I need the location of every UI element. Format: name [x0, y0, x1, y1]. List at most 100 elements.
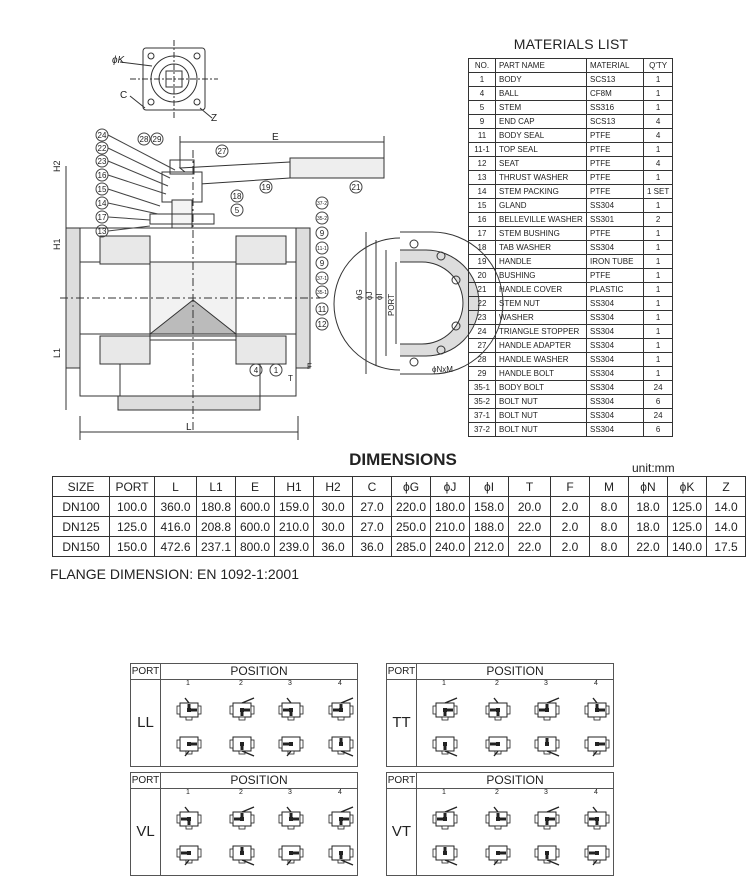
label-Z: Z [211, 113, 217, 124]
svg-text:37-1: 37-1 [317, 276, 327, 282]
dimensions-header-cell: L1 [196, 476, 236, 497]
materials-cell: 17 [468, 226, 496, 241]
dimensions-header-cell: Z [706, 476, 746, 497]
materials-cell: SEAT [495, 156, 587, 171]
materials-cell: PTFE [586, 128, 644, 143]
materials-cell: WASHER [495, 310, 587, 325]
dimensions-header-cell: PORT [109, 476, 155, 497]
valve-position-icon [485, 697, 511, 721]
position-number: 1 [186, 789, 190, 796]
dimensions-cell: 600.0 [235, 496, 275, 517]
svg-text:21: 21 [352, 183, 361, 192]
valve-position-icon [328, 697, 354, 721]
dimensions-cell: 237.1 [196, 536, 236, 557]
svg-text:27: 27 [218, 147, 227, 156]
materials-cell: HANDLE WASHER [495, 352, 587, 367]
valve-position-icon [485, 736, 511, 757]
body-section [60, 150, 320, 430]
dimensions-cell: 30.0 [313, 496, 353, 517]
dimensions-cell: 240.0 [430, 536, 470, 557]
svg-text:4: 4 [254, 366, 259, 375]
materials-cell: SS304 [586, 422, 644, 437]
valve-position-icon [328, 736, 354, 757]
dimensions-header-cell: SIZE [52, 476, 110, 497]
svg-text:12: 12 [318, 320, 327, 329]
dimensions-cell: 800.0 [235, 536, 275, 557]
dimensions-header-cell: E [235, 476, 275, 497]
valve-position-icon [328, 806, 354, 830]
position-number: 4 [338, 789, 342, 796]
materials-header-cell: NO. [468, 58, 496, 73]
materials-cell: 1 [642, 282, 674, 297]
label-H1: H1 [52, 238, 62, 250]
valve-position-icon [534, 697, 560, 721]
position-header-label: POSITION [486, 664, 544, 678]
label-PORT: PORT [387, 294, 396, 316]
materials-cell: SCS13 [586, 72, 644, 87]
dimensions-cell: 125.0 [667, 516, 707, 537]
valve-position-icon [229, 697, 255, 721]
svg-text:29: 29 [153, 135, 162, 144]
position-header-label: POSITION [230, 664, 288, 678]
dimensions-cell: 8.0 [589, 516, 629, 537]
dimensions-cell: 250.0 [391, 516, 431, 537]
materials-cell: BODY BOLT [495, 380, 587, 395]
materials-cell: 1 [642, 100, 674, 115]
materials-cell: 1 SET [642, 184, 674, 199]
valve-position-icon [432, 806, 458, 830]
dimensions-cell: DN100 [52, 496, 110, 517]
dimensions-cell: 2.0 [550, 516, 590, 537]
materials-cell: PLASTIC [586, 282, 644, 297]
materials-cell: SS304 [586, 394, 644, 409]
svg-text:16: 16 [98, 171, 107, 180]
dimensions-cell: 17.5 [706, 536, 746, 557]
port-header-label: PORT [387, 773, 417, 788]
materials-cell: PTFE [586, 156, 644, 171]
valve-position-icon [534, 806, 560, 830]
label-H2: H2 [52, 160, 62, 172]
materials-cell: 13 [468, 170, 496, 185]
port-position-icons [432, 697, 610, 757]
dimensions-cell: 125.0 [667, 496, 707, 517]
dimensions-cell: 22.0 [508, 536, 551, 557]
dimensions-cell: 27.0 [352, 516, 392, 537]
svg-text:13: 13 [98, 227, 107, 236]
port-header-label: PORT [131, 773, 161, 788]
materials-header-cell: MATERIAL [586, 58, 644, 73]
materials-cell: GLAND [495, 198, 587, 213]
dimensions-cell: 285.0 [391, 536, 431, 557]
dimensions-cell: 360.0 [154, 496, 197, 517]
materials-cell: 24 [468, 324, 496, 339]
port-position-icons [176, 697, 354, 757]
position-number: 4 [594, 680, 598, 687]
materials-cell: IRON TUBE [586, 254, 644, 269]
position-number: 1 [186, 680, 190, 687]
dimensions-cell: 100.0 [109, 496, 155, 517]
port-position-icons [176, 806, 354, 866]
valve-position-icon [176, 697, 202, 721]
dimensions-cell: 600.0 [235, 516, 275, 537]
valve-position-icon [176, 806, 202, 830]
port-type: VT [387, 788, 417, 875]
materials-cell: 11 [468, 128, 496, 143]
dimensions-unit: unit:mm [632, 461, 675, 475]
valve-position-icon [432, 845, 458, 866]
valve-position-icon [432, 697, 458, 721]
materials-cell: 14 [468, 184, 496, 199]
valve-position-icon [229, 845, 255, 866]
label-L: L [186, 422, 192, 433]
port-header-label: PORT [131, 664, 161, 679]
dimensions-cell: 14.0 [706, 516, 746, 537]
